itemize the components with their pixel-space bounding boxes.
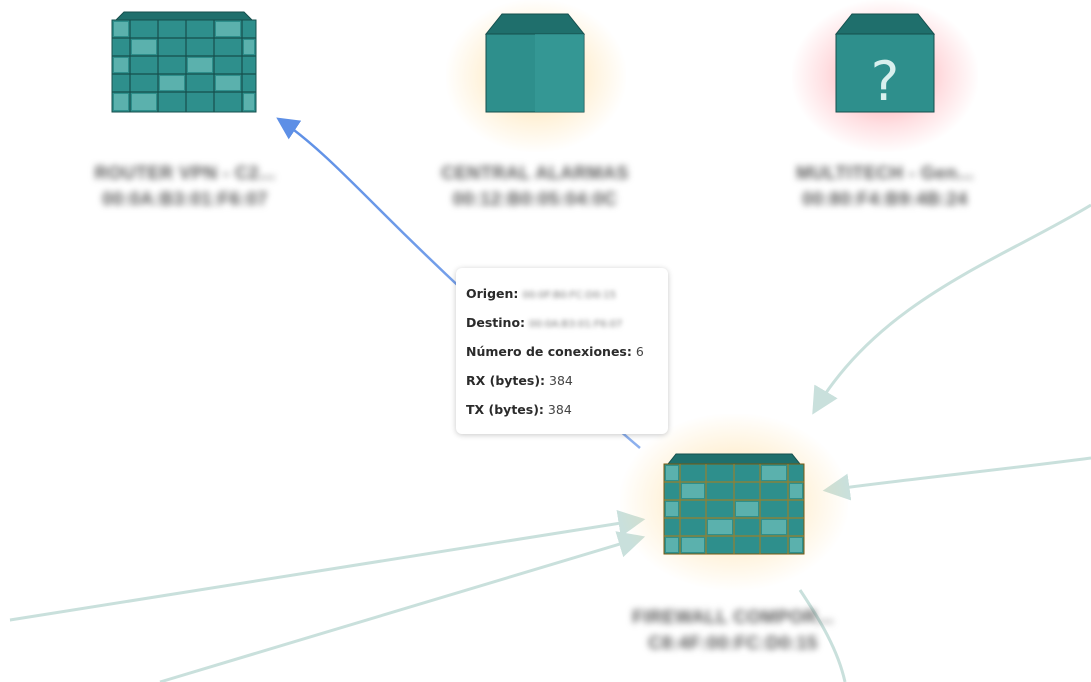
firewall-building-icon <box>663 453 805 555</box>
unknown-device-icon: ? <box>834 13 936 113</box>
edge-right-top-to-firewall[interactable] <box>812 203 1091 415</box>
node-label-line2: 00:80:F4:B9:4B:24 <box>802 189 968 209</box>
tooltip-destination-row: Destino: 00:0A:B3:01:F6:07 <box>466 312 658 341</box>
tooltip-tx-value: 384 <box>547 402 572 417</box>
tooltip-rx-label: RX (bytes): <box>466 373 546 388</box>
edge-right-to-firewall[interactable] <box>822 456 1091 501</box>
node-label-line2: C8:4F:00:FC:D0:15 <box>648 633 818 653</box>
edge-left-to-firewall[interactable] <box>9 510 646 622</box>
node-label-line2: 00:0A:B3:01:F6:07 <box>102 189 268 209</box>
node-router[interactable] <box>108 10 260 114</box>
node-unknown[interactable]: ? <box>834 12 936 114</box>
tooltip-origin-label: Origen: <box>466 286 519 301</box>
tooltip-destination-label: Destino: <box>466 315 526 330</box>
edge-bottom-left-to-firewall[interactable] <box>159 531 646 682</box>
tooltip-destination-value: 00:0A:B3:01:F6:07 <box>529 319 623 330</box>
edge-tooltip: Origen: 00:0F:B0:FC:D0:15 Destino: 00:0A… <box>456 268 668 434</box>
node-central[interactable] <box>484 12 586 114</box>
tooltip-origin-row: Origen: 00:0F:B0:FC:D0:15 <box>466 283 658 312</box>
tooltip-connections-label: Número de conexiones: <box>466 344 632 359</box>
node-central-label: CENTRAL ALARMAS 00:12:B0:05:04:0C <box>390 160 680 212</box>
node-unknown-label: MULTITECH - Gen... 00:80:F4:B9:4B:24 <box>740 160 1030 212</box>
node-label-line2: 00:12:B0:05:04:0C <box>452 189 618 209</box>
node-label-line1: MULTITECH - Gen... <box>796 163 974 183</box>
node-label-line1: FIREWALL COMPOR... <box>632 607 834 627</box>
question-mark-icon: ? <box>871 50 900 113</box>
firewall-building-icon <box>111 11 257 113</box>
node-firewall[interactable] <box>660 452 808 556</box>
tooltip-connections-value: 6 <box>635 344 644 359</box>
tooltip-tx-row: TX (bytes): 384 <box>466 399 658 428</box>
tooltip-rx-value: 384 <box>549 373 573 388</box>
node-label-line1: ROUTER VPN - C2... <box>94 163 276 183</box>
device-box-icon <box>484 13 586 113</box>
node-label-line1: CENTRAL ALARMAS <box>441 163 629 183</box>
edge-firewall-to-bottom[interactable] <box>798 589 847 682</box>
tooltip-rx-row: RX (bytes): 384 <box>466 370 658 399</box>
tooltip-connections-row: Número de conexiones: 6 <box>466 341 658 370</box>
node-firewall-label: FIREWALL COMPOR... C8:4F:00:FC:D0:15 <box>588 604 878 656</box>
tooltip-origin-value: 00:0F:B0:FC:D0:15 <box>522 290 617 301</box>
node-router-label: ROUTER VPN - C2... 00:0A:B3:01:F6:07 <box>40 160 330 212</box>
tooltip-tx-label: TX (bytes): <box>466 402 544 417</box>
